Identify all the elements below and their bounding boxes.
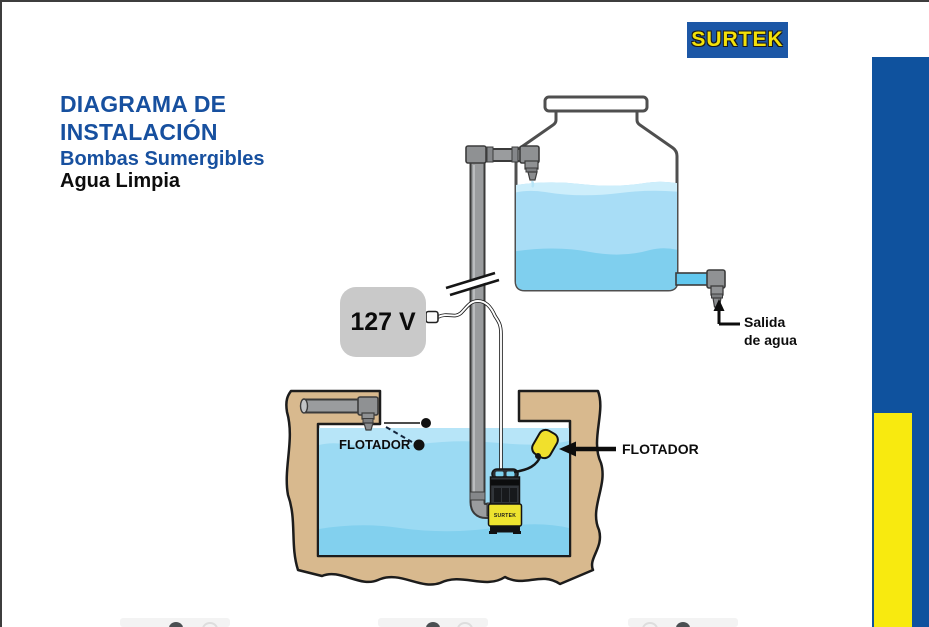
float-switch (513, 428, 559, 474)
submersible-pump: SURTEK (487, 468, 523, 534)
power-cable (421, 299, 503, 470)
outlet-label: Salida de agua (744, 313, 797, 349)
tank-water (516, 181, 677, 290)
subtitle-product: Bombas Sumergibles (60, 148, 265, 170)
title-line1: DIAGRAMA DE (60, 91, 227, 117)
water-tank (514, 95, 726, 308)
float-dot-low (413, 439, 425, 451)
outlet-arrow (713, 299, 740, 326)
sidebar-yellow-bar (874, 413, 912, 627)
pump-brand-label: SURTEK (494, 513, 516, 519)
plug-icon (421, 310, 439, 324)
float-level-indicator (384, 418, 431, 451)
outlet-label-line1: Salida (744, 314, 786, 330)
page-border-left (0, 0, 2, 627)
subtitle-water-type: Agua Limpia (60, 170, 181, 192)
float-label-left: FLOTADOR (339, 437, 411, 452)
outlet-label-line2: de agua (744, 332, 797, 348)
page-title: DIAGRAMA DE INSTALACIÓN (60, 90, 226, 146)
surtek-logo-text: SURTEK (691, 28, 784, 51)
page-border-top (0, 0, 929, 2)
float-dot-high (421, 418, 431, 428)
bottom-thumbnails (120, 618, 738, 627)
float-arrow (559, 441, 616, 457)
voltage-value: 127 V (350, 307, 416, 336)
discharge-pipe (445, 145, 540, 519)
surtek-logo: SURTEK (687, 22, 788, 58)
title-line2: INSTALACIÓN (60, 119, 218, 145)
pit-inlet-pipe (299, 396, 379, 431)
pipe-break-symbol (445, 271, 500, 297)
float-label-right: FLOTADOR (622, 441, 699, 457)
tank-lip (543, 95, 649, 113)
voltage-badge: 127 V (340, 287, 426, 357)
tank-outlet-pipe (675, 269, 726, 308)
